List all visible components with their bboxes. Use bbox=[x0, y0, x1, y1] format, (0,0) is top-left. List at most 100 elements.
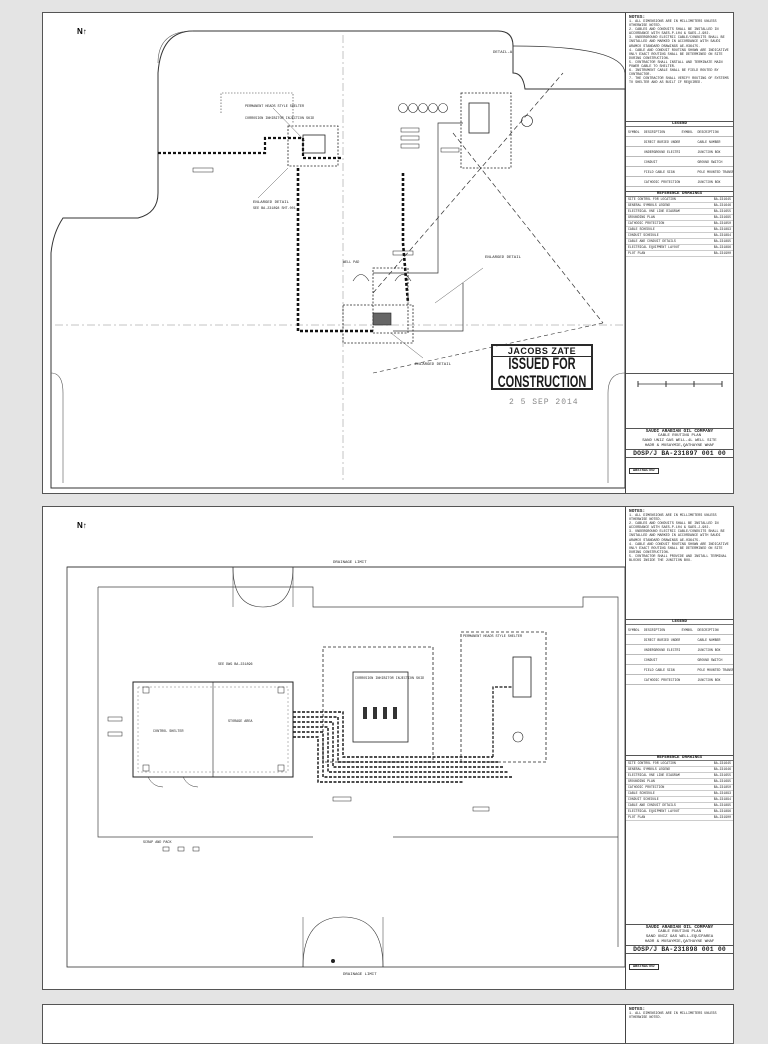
notes-heading-3: NOTES: bbox=[629, 1007, 646, 1012]
ref-number: BA-231895 bbox=[713, 239, 731, 243]
ref-heading-2: REFERENCE DRAWINGS bbox=[626, 756, 733, 761]
note-item: 6. INSTRUMENT CABLE SHALL BE FIELD ROUTE… bbox=[629, 69, 721, 78]
stamp-company: JACOBS ZATE bbox=[493, 346, 591, 357]
legend-description: GROUND SWITCH bbox=[697, 159, 723, 164]
site-plan-drawing: ENLARGED DETAIL SEE BA-231898 SHT.001 DE… bbox=[50, 30, 626, 489]
legend-col-header: DESCRIPTION bbox=[644, 627, 666, 632]
drawing-subtitle-3b: HADR & MUSAYMIE,QATHAYNE WHAF bbox=[644, 940, 715, 944]
legend-description: CONDUIT bbox=[644, 657, 658, 662]
legend-description: POLE MOUNTED TRANSFORMER bbox=[697, 169, 734, 174]
notes-list: 1. ALL DIMENSIONS ARE IN MILLIMETERS UNL… bbox=[626, 20, 733, 86]
status-badge: ABSTRACTED bbox=[629, 468, 659, 474]
note-item: 5. CONTRACTOR SHALL PROVIDE AND INSTALL … bbox=[629, 554, 729, 564]
note-item: 1. ALL DIMENSIONS ARE IN MILLIMETERS UNL… bbox=[629, 1012, 719, 1021]
legend-description: DIRECT BURIED UNDERGROUND CABLE bbox=[644, 637, 680, 642]
ref-number: BA-231655 bbox=[713, 773, 731, 777]
control-shelter-label: CONTROL SHELTER bbox=[153, 730, 184, 734]
drawing-number: DOSP/J BA-231897 001 00 bbox=[626, 449, 733, 458]
notes-heading: NOTES: bbox=[629, 15, 646, 20]
title-block-1: NOTES: 1. ALL DIMENSIONS ARE IN MILLIMET… bbox=[625, 13, 733, 493]
legend-col-header: DESCRIPTION bbox=[697, 627, 719, 632]
ref-row: SITE CONTROL FOR LOCATION BA-231645 bbox=[626, 761, 733, 767]
note-item: 1. ALL DIMENSIONS ARE IN MILLIMETERS UNL… bbox=[629, 20, 719, 29]
ref-title: GROUNDING PLAN bbox=[628, 215, 655, 219]
legend-row: UNDERGROUND ELECTRIC CABLEJUNCTION BOX bbox=[626, 645, 733, 655]
legend-description: JUNCTION BOX bbox=[697, 677, 721, 682]
ref-title: SITE CONTROL FOR LOCATION bbox=[628, 761, 676, 765]
ref-number: BA-231900 bbox=[713, 815, 731, 819]
drainage-limit-label: DRAINAGE LIMIT bbox=[333, 561, 367, 565]
notes-heading-2: NOTES: bbox=[629, 509, 646, 514]
ref-title: CATHODIC PROTECTION bbox=[628, 785, 665, 789]
legend-description: GROUND SWITCH bbox=[697, 657, 723, 662]
enlarged-detail-c-label: ENLARGED DETAIL bbox=[415, 363, 452, 367]
storage-area-label: STORAGE AREA bbox=[228, 720, 253, 724]
note-item: 4. CABLE AND CONDUIT ROUTING SHOWN ARE I… bbox=[629, 48, 731, 61]
north-arrow-icon: N↑ bbox=[77, 27, 87, 36]
note-item: 3. UNDERGROUND ELECTRIC CABLE/CONDUITS S… bbox=[629, 530, 727, 543]
ref-number: BA-231894 bbox=[713, 797, 731, 801]
title-block-2: NOTES: 1. ALL DIMENSIONS ARE IN MILLIMET… bbox=[625, 507, 733, 989]
north-label-2: N bbox=[77, 521, 83, 530]
notes-list-2: 1. ALL DIMENSIONS ARE IN MILLIMETERS UNL… bbox=[626, 514, 733, 563]
stamp-text: ISSUED FOR CONSTRUCTION bbox=[497, 355, 587, 392]
drawing-subtitle: SAND UNIZ GAS WELL-4L WELL SITE bbox=[642, 439, 717, 443]
ref-number: BA-231655 bbox=[713, 209, 731, 213]
scrap-pack-label: SCRAP AND PACK bbox=[143, 841, 172, 845]
legend-heading-2: LEGEND bbox=[626, 620, 733, 625]
reference-drawings-box: REFERENCE DRAWINGS SITE CONTROL FOR LOCA… bbox=[626, 191, 733, 257]
legend-description: DIRECT BURIED UNDERGROUND CABLE bbox=[644, 139, 680, 144]
note-item: 2. CABLES AND CONDUITS SHALL BE INSTALLE… bbox=[629, 522, 721, 531]
scale-bar bbox=[626, 373, 733, 393]
drawing-title-2: CABLE ROUTING PLAN bbox=[657, 930, 702, 934]
issued-for-construction-stamp: JACOBS ZATE ISSUED FOR CONSTRUCTION bbox=[491, 344, 593, 391]
permanent-shelter-label: PERMANENT HEADS STYLE SHELTER bbox=[245, 105, 304, 109]
ref-number: BA-231895 bbox=[713, 803, 731, 807]
company-block: SAUDI ARABIAN OIL COMPANY CABLE ROUTING … bbox=[626, 428, 733, 476]
company-name-2: SAUDI ARABIAN OIL COMPANY bbox=[645, 925, 714, 930]
ref-number: BA-231645 bbox=[713, 197, 731, 201]
drawing-sheet-2: DRAINAGE LIMIT DRAINAGE LIMIT CONTROL SH… bbox=[42, 506, 734, 990]
ref-row: GROUNDING PLAN BA-231695 bbox=[626, 215, 733, 221]
legend-col-header: DESCRIPTION bbox=[644, 129, 666, 134]
enlarged-detail-b-label: ENLARGED DETAIL bbox=[485, 256, 522, 260]
detail-a-label: DETAIL-A bbox=[493, 51, 513, 55]
ref-number: BA-231896 bbox=[713, 809, 731, 813]
ref-number: BA-231646 bbox=[713, 203, 731, 207]
legend-row: DIRECT BURIED UNDERGROUND CABLECABLE NUM… bbox=[626, 137, 733, 147]
note-item: 5. CONTRACTOR SHALL INSTALL AND TERMINAT… bbox=[629, 60, 725, 70]
legend-description: JUNCTION BOX bbox=[697, 149, 721, 154]
ref-title: ELECTRICAL ONE LINE DIAGRAM bbox=[628, 209, 680, 213]
note-item: 3. UNDERGROUND ELECTRIC CABLE/CONDUITS S… bbox=[629, 36, 727, 49]
ref-number: BA-231893 bbox=[713, 791, 731, 795]
ref-title: CABLE SCHEDULE bbox=[628, 791, 655, 795]
drawing-title: CABLE ROUTING PLAN bbox=[657, 434, 702, 438]
corrosion-skid-label: CORROSION INHIBITOR INJECTION SKID bbox=[245, 117, 314, 121]
see-detail-label-2: SEE DWG BA-231896 bbox=[218, 663, 253, 667]
ref-number: BA-231695 bbox=[713, 779, 731, 783]
legend-description: CATHODIC PROTECTION bbox=[644, 179, 680, 184]
well-pad-label: WELL PAD bbox=[343, 261, 359, 265]
legend-col-header: SYMBOL bbox=[681, 129, 693, 134]
ref-number: BA-231695 bbox=[713, 215, 731, 219]
legend-description: UNDERGROUND ELECTRIC CABLE bbox=[644, 647, 680, 652]
ref-number: BA-231645 bbox=[713, 761, 731, 765]
ref-row: ELECTRICAL ONE LINE DIAGRAM BA-231655 bbox=[626, 209, 733, 215]
drainage-limit-bottom-label: DRAINAGE LIMIT bbox=[343, 973, 377, 977]
